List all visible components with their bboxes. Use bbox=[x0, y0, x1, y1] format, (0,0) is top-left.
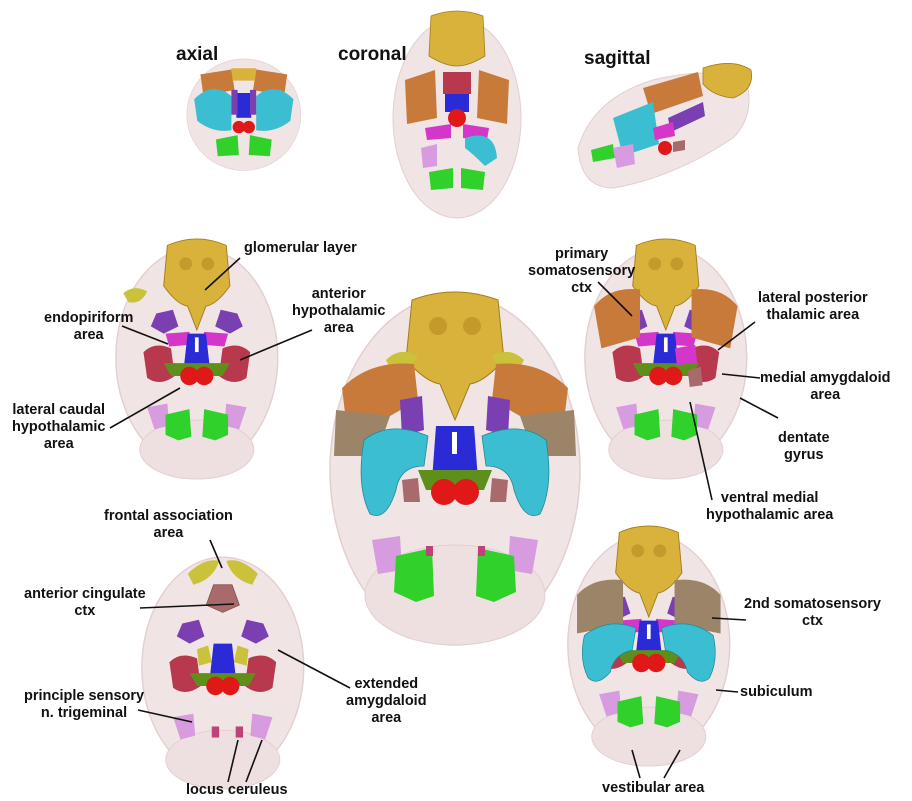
brain-view-center bbox=[330, 292, 580, 645]
label-dentate-gyrus: dentate gyrus bbox=[778, 430, 830, 464]
label-locus-ceruleus: locus ceruleus bbox=[186, 782, 288, 799]
label-extended-amygdaloid-area: extended amygdaloid area bbox=[346, 676, 427, 727]
axial-view bbox=[187, 59, 301, 171]
view-title-coronal: coronal bbox=[338, 44, 407, 66]
label-lateral-caudal-hypothalamic-area: lateral caudal hypothalamic area bbox=[12, 402, 105, 453]
label-vestibular-area: vestibular area bbox=[602, 780, 704, 797]
label-ventral-medial-hypothalamic-area: ventral medial hypothalamic area bbox=[706, 490, 833, 524]
label-second-somatosensory-ctx: 2nd somatosensory ctx bbox=[744, 596, 881, 630]
label-lateral-posterior-thalamic-area: lateral posterior thalamic area bbox=[758, 290, 868, 324]
label-medial-amygdaloid-area: medial amygdaloid area bbox=[760, 370, 891, 404]
view-title-sagittal: sagittal bbox=[584, 48, 651, 70]
label-principle-sensory-n-trigeminal: principle sensory n. trigeminal bbox=[24, 688, 144, 722]
label-anterior-cingulate-ctx: anterior cingulate ctx bbox=[24, 586, 146, 620]
sagittal-view bbox=[578, 63, 752, 188]
label-frontal-association-area: frontal association area bbox=[104, 508, 233, 542]
brain-view-bottom-left bbox=[142, 557, 304, 789]
label-endopiriform-area: endopiriform area bbox=[44, 310, 133, 344]
label-anterior-hypothalamic-area: anterior hypothalamic area bbox=[292, 286, 385, 337]
label-primary-somatosensory-ctx: primary somatosensory ctx bbox=[528, 246, 635, 297]
brain-view-bottom-right bbox=[568, 526, 730, 766]
label-glomerular-layer: glomerular layer bbox=[244, 240, 357, 257]
coronal-view bbox=[393, 11, 521, 218]
view-title-axial: axial bbox=[176, 44, 218, 66]
label-subiculum: subiculum bbox=[740, 684, 813, 701]
brain-view-left-middle bbox=[116, 239, 278, 479]
